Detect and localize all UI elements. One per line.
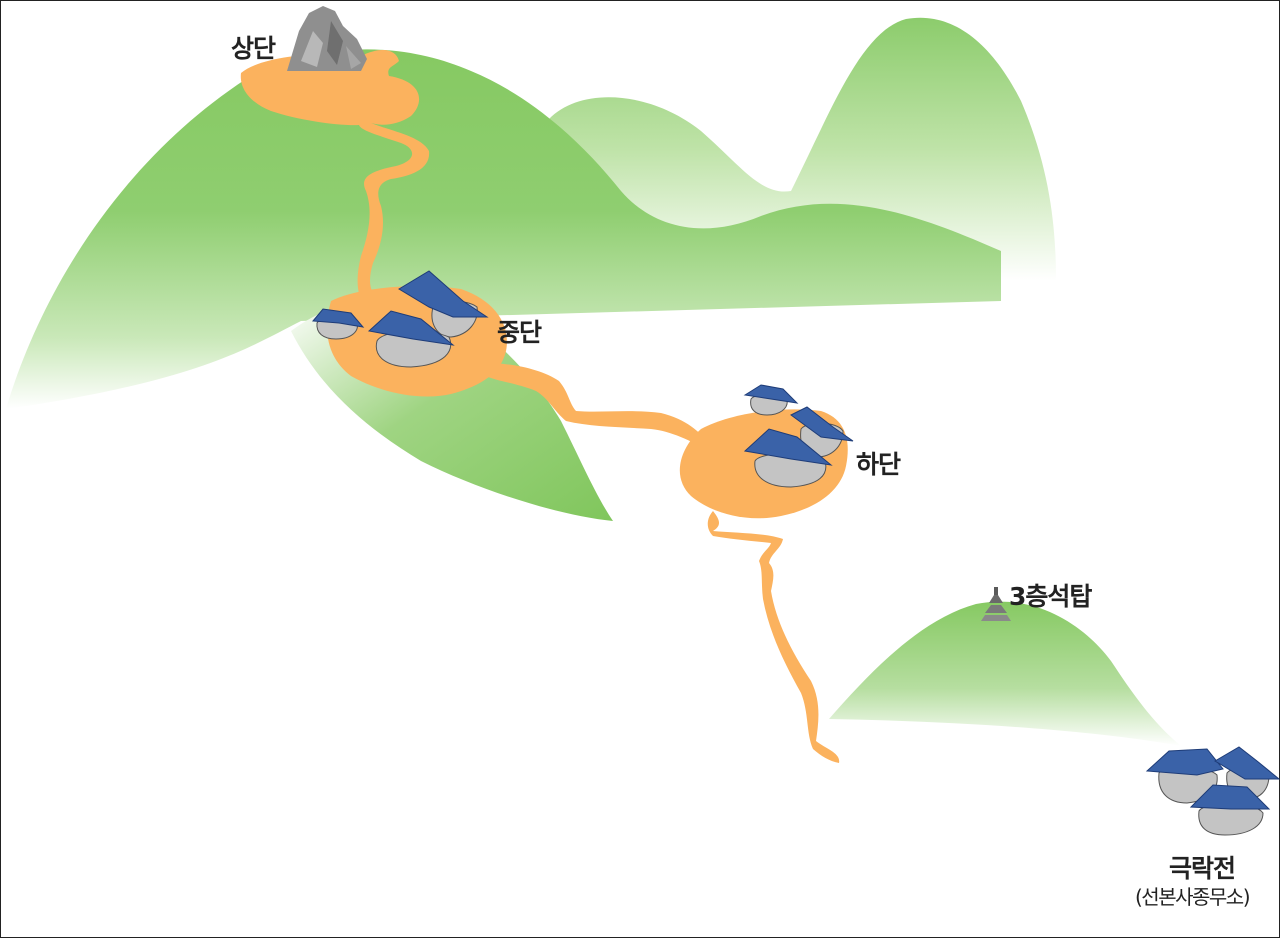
temple-buildings-lower-icon <box>743 384 854 488</box>
label-hall: 극락전 <box>1169 854 1236 883</box>
label-hall-note: (선본사종무소) <box>1135 885 1251 909</box>
rock-peak-icon <box>287 6 367 71</box>
label-middle: 중단 <box>497 318 542 347</box>
mountain-right <box>549 17 1056 281</box>
hill-pagoda <box>829 601 1181 746</box>
temple-buildings-middle-icon <box>311 270 489 368</box>
label-upper: 상단 <box>231 34 276 63</box>
mountain-left <box>6 49 1001 409</box>
label-lower: 하단 <box>856 450 901 479</box>
pagoda-icon <box>981 587 1011 621</box>
temple-buildings-hall-icon <box>1145 746 1280 836</box>
label-pagoda: 3층석탑 <box>1009 582 1092 611</box>
